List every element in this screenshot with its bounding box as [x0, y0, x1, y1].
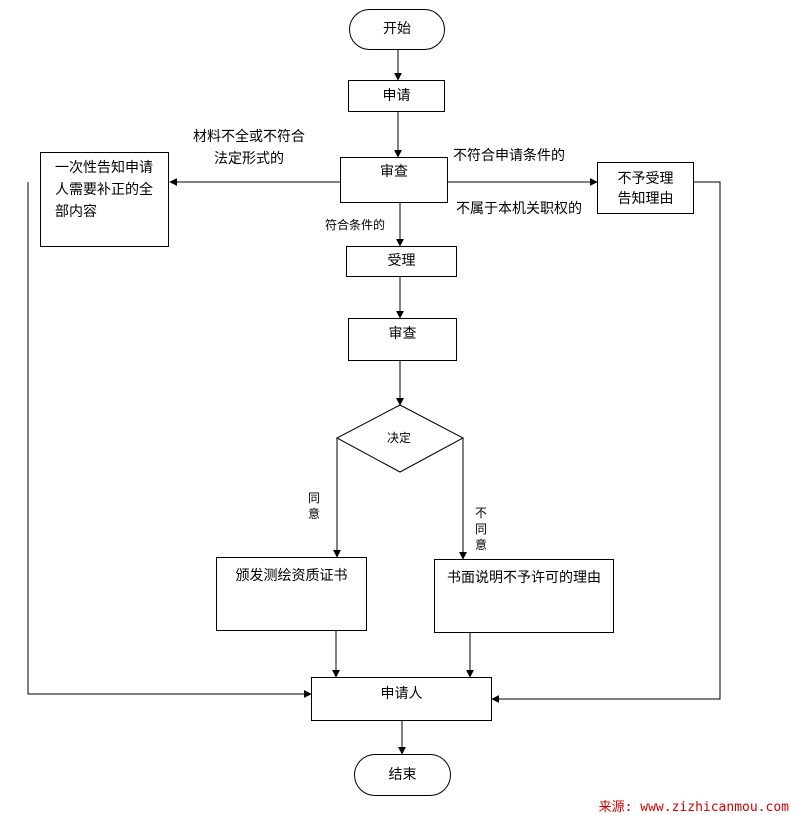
- edge-label-not-jurisdiction: 不属于本机关职权的: [456, 201, 582, 217]
- source-url: www.zizhicanmou.com: [640, 800, 789, 815]
- arrow-correction-to-applicant: [27, 182, 312, 698]
- issue-cert-node: 颁发测绘资质证书: [216, 557, 367, 631]
- reject-notice-label: 不予受理告知理由: [617, 171, 674, 207]
- source-label: 来源:: [598, 800, 633, 815]
- arrow-reject-to-applicant: [491, 181, 721, 703]
- edge-label-incomplete: 材料不全或不符合法定形式的: [190, 126, 308, 170]
- start-label: 开始: [383, 21, 411, 37]
- end-node: 结束: [354, 754, 451, 796]
- correction-node: 一次性告知申请人需要补正的全部内容: [40, 152, 169, 247]
- review-label: 审查: [380, 164, 408, 180]
- decision-label: 决定: [387, 431, 412, 445]
- edge-label-not-meet: 不符合申请条件的: [453, 148, 565, 164]
- accept-label: 受理: [387, 253, 416, 269]
- review2-node: 审查: [348, 318, 457, 361]
- apply-node: 申请: [348, 80, 445, 112]
- decision-diamond: [335, 404, 465, 473]
- start-node: 开始: [349, 9, 445, 50]
- edge-label-disagree: 不同意: [474, 506, 487, 552]
- reject-notice-node: 不予受理告知理由: [597, 162, 694, 214]
- review-node: 审查: [340, 157, 448, 203]
- correction-label: 一次性告知申请人需要补正的全部内容: [55, 160, 153, 220]
- deny-reason-node: 书面说明不予许可的理由: [434, 559, 614, 633]
- review2-label: 审查: [388, 326, 417, 342]
- edge-label-meets: 符合条件的: [325, 218, 386, 232]
- issue-cert-label: 颁发测绘资质证书: [235, 568, 348, 584]
- applicant-node: 申请人: [311, 677, 492, 721]
- edge-label-agree: 同意: [307, 491, 320, 521]
- source-watermark: 来源: www.zizhicanmou.com: [599, 796, 789, 815]
- applicant-label: 申请人: [380, 686, 423, 702]
- end-label: 结束: [388, 767, 417, 783]
- apply-label: 申请: [382, 88, 411, 104]
- accept-node: 受理: [346, 246, 457, 277]
- edge-label-incomplete-text: 材料不全或不符合法定形式的: [193, 129, 305, 167]
- deny-reason-label: 书面说明不予许可的理由: [447, 570, 601, 586]
